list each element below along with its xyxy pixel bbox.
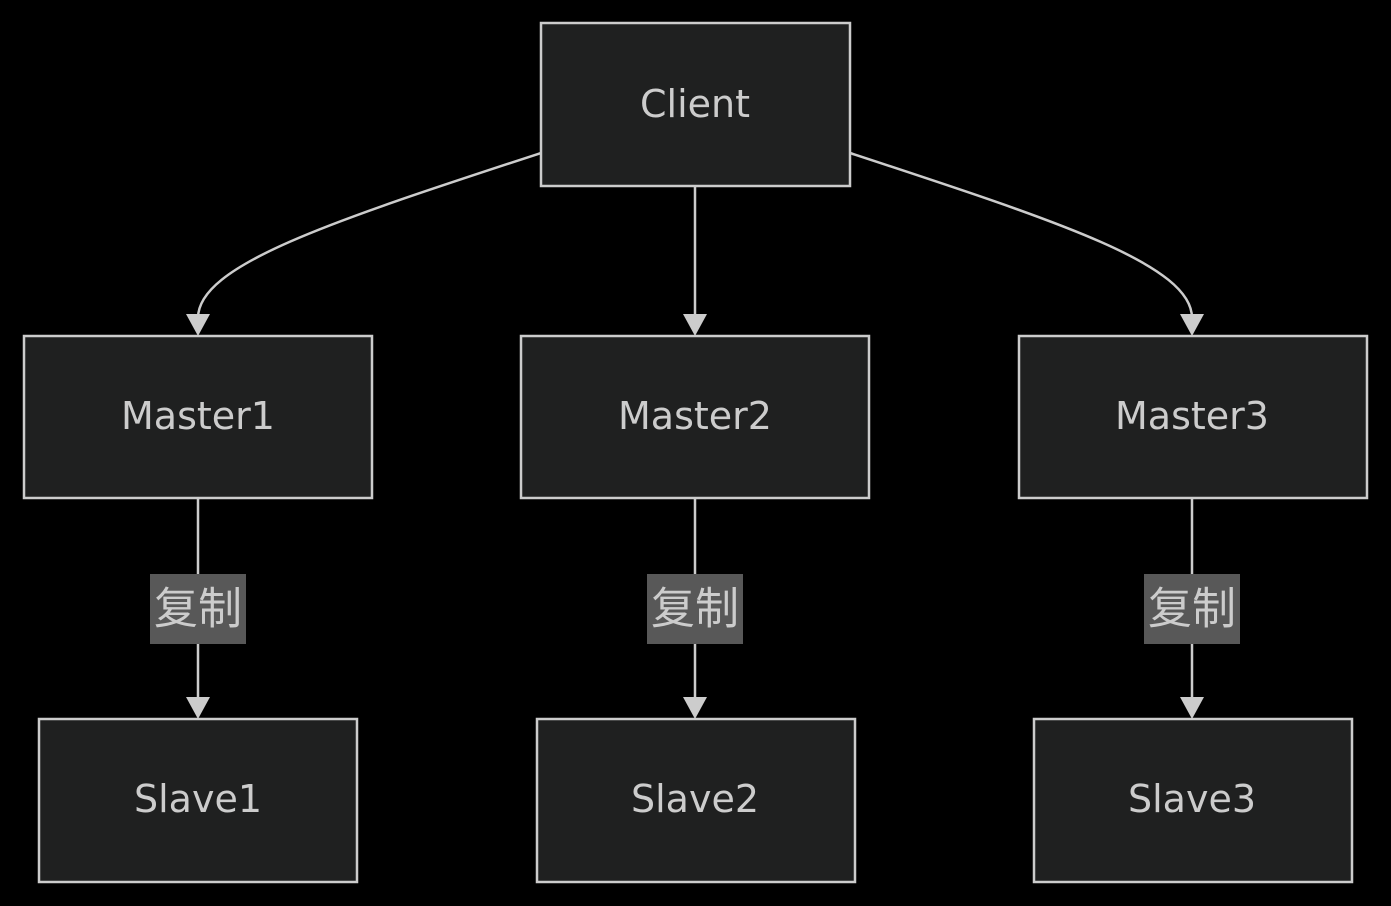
node-master3[interactable]: Master3 [1017, 334, 1369, 500]
edge-label-master2-slave2: 复制 [647, 574, 743, 644]
arrow-client-master2 [683, 314, 707, 336]
node-slave3-box [1032, 717, 1354, 884]
node-master2-box [519, 334, 871, 500]
node-client-label: Client [640, 82, 750, 126]
node-client[interactable]: Client [539, 21, 852, 188]
edge-label-master3-slave3: 复制 [1144, 574, 1240, 644]
node-slave1-label: Slave1 [134, 777, 262, 821]
edge-label-text: 复制 [154, 584, 242, 635]
node-slave2-label: Slave2 [631, 777, 759, 821]
node-master3-label: Master3 [1115, 394, 1269, 438]
node-slave1-box [37, 717, 359, 884]
node-slave3-label: Slave3 [1128, 777, 1256, 821]
edge-label-text: 复制 [1148, 584, 1236, 635]
arrow-master3-slave3 [1180, 697, 1204, 719]
node-slave1[interactable]: Slave1 [37, 717, 359, 884]
node-master2-label: Master2 [618, 394, 772, 438]
edge-label-bg [1144, 574, 1240, 644]
node-slave3[interactable]: Slave3 [1032, 717, 1354, 884]
node-slave2[interactable]: Slave2 [535, 717, 857, 884]
node-master1-box [22, 334, 374, 500]
edge-label-text: 复制 [651, 584, 739, 635]
node-master1-label: Master1 [121, 394, 275, 438]
edge-client-master1 [196, 151, 542, 319]
node-client-box [539, 21, 852, 188]
edge-label-bg [150, 574, 246, 644]
node-master2[interactable]: Master2 [519, 334, 871, 500]
edge-label-bg [647, 574, 743, 644]
arrow-client-master1 [186, 314, 210, 336]
node-master3-box [1017, 334, 1369, 500]
edge-client-master3 [849, 151, 1194, 319]
node-master1[interactable]: Master1 [22, 334, 374, 500]
arrow-master1-slave1 [186, 697, 210, 719]
node-slave2-box [535, 717, 857, 884]
edge-label-master1-slave1: 复制 [150, 574, 246, 644]
arrow-client-master3 [1180, 314, 1204, 336]
arrow-master2-slave2 [683, 697, 707, 719]
